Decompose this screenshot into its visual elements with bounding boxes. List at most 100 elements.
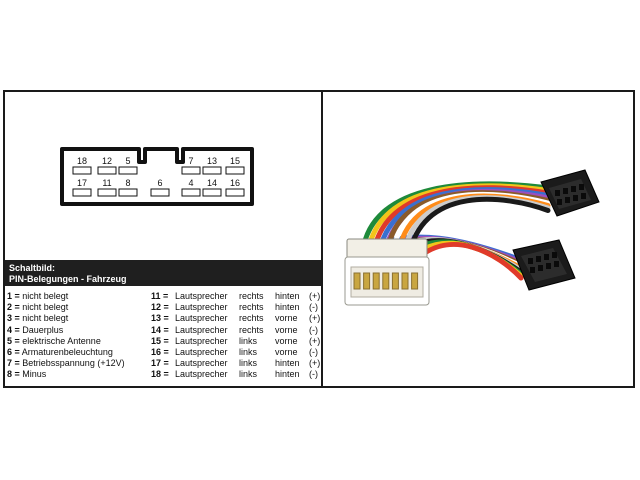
pin-slot-7	[181, 166, 201, 175]
pin-function: nicht belegt	[19, 313, 69, 324]
pin-entry: 2 = nicht belegt	[7, 302, 68, 313]
pin-number: 18 =	[151, 369, 169, 380]
iso-adapter-cable-image	[344, 169, 600, 306]
pin-function: (+)	[309, 291, 321, 301]
pin-label-18: 18	[77, 156, 87, 166]
pin-number: 16 =	[151, 347, 169, 357]
pin-slot-4	[181, 188, 201, 197]
pin-function: vorne	[275, 347, 298, 357]
pin-function: Lautsprecher	[175, 324, 228, 335]
iso-contact-hole	[536, 256, 541, 262]
pin-label-4: 4	[188, 178, 193, 188]
pin-function: links	[239, 358, 258, 369]
pin-number: 17 =	[151, 358, 169, 369]
pin-number: 1 =	[7, 291, 20, 301]
iso-contact-hole	[555, 190, 560, 196]
wire-upper	[405, 196, 551, 265]
pin-function: Minus	[19, 369, 47, 380]
pin-function: nicht belegt	[19, 302, 69, 313]
pin-function: links	[239, 347, 258, 357]
connector-contact	[353, 272, 361, 290]
iso-contact-hole	[538, 265, 543, 271]
pin-function: (-)	[309, 302, 318, 313]
iso-connector-lower	[512, 239, 576, 291]
iso-contact-hole	[573, 195, 578, 201]
pin-entry: 7 = Betriebsspannung (+12V)	[7, 358, 125, 369]
pin-label-13: 13	[207, 156, 217, 166]
vehicle-connector-plug	[344, 238, 430, 306]
pin-function: Lautsprecher	[175, 313, 228, 324]
pin-slot-16	[225, 188, 245, 197]
pin-function: Armaturenbeleuchtung	[19, 347, 113, 357]
pin-function: Betriebsspannung (+12V)	[19, 358, 125, 369]
iso-contact-hole	[571, 186, 576, 192]
iso-contact-hole	[546, 263, 551, 269]
pin-function: Lautsprecher	[175, 347, 228, 357]
pin-label-5: 5	[125, 156, 130, 166]
iso-contact-hole	[579, 184, 584, 190]
pin-function: Lautsprecher	[175, 358, 228, 369]
pin-number: 3 =	[7, 313, 20, 324]
pin-function: (-)	[309, 347, 318, 357]
pin-function: vorne	[275, 324, 298, 335]
pin-entry: 8 = Minus	[7, 369, 46, 380]
pin-function: rechts	[239, 324, 264, 335]
pin-label-16: 16	[230, 178, 240, 188]
connector-contact	[382, 272, 390, 290]
pin-function: Lautsprecher	[175, 302, 228, 313]
pin-function: rechts	[239, 313, 264, 324]
pin-function: (+)	[309, 335, 321, 346]
pin-function: (+)	[309, 358, 321, 369]
pin-entry: 5 = elektrische Antenne	[7, 336, 101, 347]
pin-function: Lautsprecher	[175, 369, 228, 380]
pin-entry: 6 = Armaturenbeleuchtung	[7, 347, 113, 358]
pin-number: 13 =	[151, 313, 169, 324]
connector-contact	[363, 272, 371, 290]
pin-slot-17	[72, 188, 92, 197]
pin-slot-11	[97, 188, 117, 197]
pin-entry: 3 = nicht belegt	[7, 313, 68, 324]
pin-label-6: 6	[157, 178, 162, 188]
pin-function: hinten	[275, 291, 300, 301]
caption-title: Schaltbild:	[9, 263, 56, 273]
pin-function: vorne	[275, 335, 298, 346]
connector-contact	[411, 272, 419, 290]
pin-function: hinten	[275, 358, 300, 369]
pin-function: Lautsprecher	[175, 291, 228, 301]
iso-contact-hole	[557, 199, 562, 205]
pin-number: 4 =	[7, 324, 20, 335]
iso-contact-hole	[565, 197, 570, 203]
pin-slot-18	[72, 166, 92, 175]
iso-contact-hole	[563, 188, 568, 194]
pin-label-15: 15	[230, 156, 240, 166]
pin-function: (-)	[309, 324, 318, 335]
pin-number: 14 =	[151, 324, 169, 335]
pin-function: rechts	[239, 302, 264, 313]
pin-function: Dauerplus	[19, 324, 64, 335]
iso-contact-hole	[528, 258, 533, 264]
pin-number: 12 =	[151, 302, 169, 313]
pin-label-7: 7	[188, 156, 193, 166]
iso-contact-hole	[581, 193, 586, 199]
iso-contact-hole	[530, 267, 535, 273]
pin-slot-6	[150, 188, 170, 197]
pin-function: hinten	[275, 302, 300, 313]
iso-connector-upper	[540, 169, 600, 217]
pin-function: (-)	[309, 369, 318, 380]
pin-function: rechts	[239, 291, 264, 301]
connector-contact	[391, 272, 399, 290]
pin-number: 2 =	[7, 302, 20, 313]
pin-label-8: 8	[125, 178, 130, 188]
pin-function: nicht belegt	[19, 291, 69, 301]
pin-number: 15 =	[151, 335, 169, 346]
pin-label-11: 11	[102, 178, 111, 188]
pin-function: hinten	[275, 369, 300, 380]
connector-contact	[401, 272, 409, 290]
pin-number: 5 =	[7, 335, 20, 346]
iso-contact-hole	[544, 254, 549, 260]
pin-slot-14	[202, 188, 222, 197]
pin-entry: 1 = nicht belegt	[7, 291, 68, 302]
pin-label-17: 17	[77, 178, 87, 188]
